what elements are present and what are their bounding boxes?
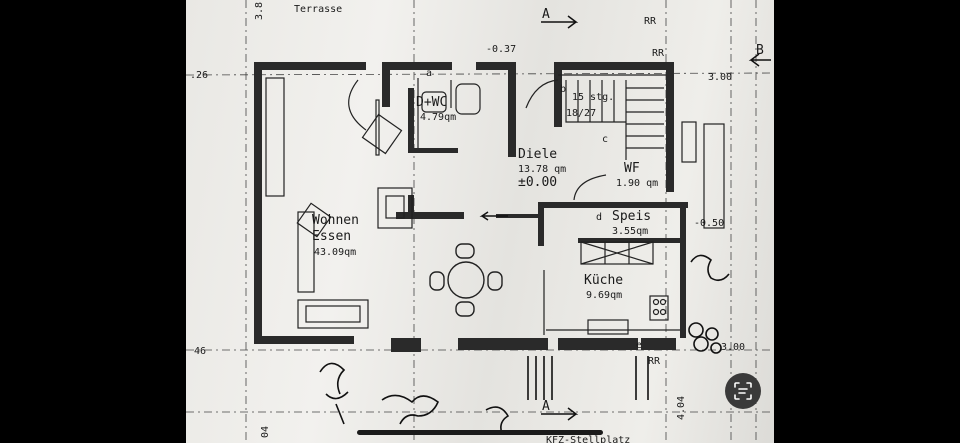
stairs-steps: 15 stg. bbox=[572, 92, 614, 103]
stairs-marker: b bbox=[560, 84, 566, 95]
wf-area: 1.90 qm bbox=[616, 178, 658, 189]
diele-area: 13.78 qm bbox=[518, 164, 566, 175]
section-a-top-label: A bbox=[542, 7, 550, 22]
wf-name: WF bbox=[624, 161, 640, 176]
wohnen-area: 43.09qm bbox=[314, 247, 356, 258]
essen-name: Essen bbox=[312, 229, 351, 244]
section-b-label: B bbox=[756, 43, 764, 58]
dim-left-bottom: 46 bbox=[194, 346, 206, 357]
outside-sketches bbox=[319, 254, 730, 435]
rr-top-label-2: RR bbox=[652, 48, 665, 59]
wc-marker: a bbox=[426, 68, 432, 79]
parking-label: KFZ-Stellplatz bbox=[546, 435, 630, 443]
visual-lookup-button[interactable] bbox=[725, 373, 761, 409]
speis-area: 3.55qm bbox=[612, 226, 648, 237]
section-arrows bbox=[479, 15, 771, 421]
floor-plan-photo: Terrasse 3.8 A RR RR B -0.37 .26 3.00 46… bbox=[186, 0, 774, 443]
dim-bottom-right: 4.04 bbox=[676, 396, 687, 420]
walls bbox=[254, 62, 688, 352]
stairs-ratio: 18/27 bbox=[566, 108, 596, 119]
speis-marker: d bbox=[596, 212, 602, 223]
rr-bottom-label: RR bbox=[648, 356, 661, 367]
dim-right-top: 3.00 bbox=[708, 72, 732, 83]
level-right-label: -0.50 bbox=[694, 218, 724, 229]
vertical-dim-top: 3.8 bbox=[254, 2, 265, 20]
dim-right-bottom: 3.00 bbox=[721, 342, 745, 353]
interior-lines bbox=[265, 74, 725, 335]
terrace-label: Terrasse bbox=[294, 4, 342, 15]
wohnen-name: Wohnen bbox=[312, 213, 359, 228]
floor-plan-drawing: Terrasse 3.8 A RR RR B -0.37 .26 3.00 46… bbox=[186, 0, 774, 443]
kueche-marker: e bbox=[636, 340, 642, 351]
level-top-label: -0.37 bbox=[486, 44, 516, 55]
wc-area: 4.79qm bbox=[420, 112, 456, 123]
home-indicator[interactable] bbox=[357, 430, 603, 435]
dim-bottom-left: 04 bbox=[260, 426, 271, 438]
diele-name: Diele bbox=[518, 147, 557, 162]
rr-top-label: RR bbox=[644, 16, 657, 27]
kueche-area: 9.69qm bbox=[586, 290, 622, 301]
dining-table bbox=[429, 243, 503, 317]
section-a-bottom-label: A bbox=[542, 399, 550, 414]
diele-level: ±0.00 bbox=[518, 175, 557, 190]
wc-name: D+WC bbox=[416, 95, 447, 110]
kueche-name: Küche bbox=[584, 273, 623, 288]
dim-left-top: .26 bbox=[190, 70, 208, 81]
wf-marker: c bbox=[602, 134, 608, 145]
speis-name: Speis bbox=[612, 209, 651, 224]
visual-lookup-icon bbox=[734, 382, 752, 400]
